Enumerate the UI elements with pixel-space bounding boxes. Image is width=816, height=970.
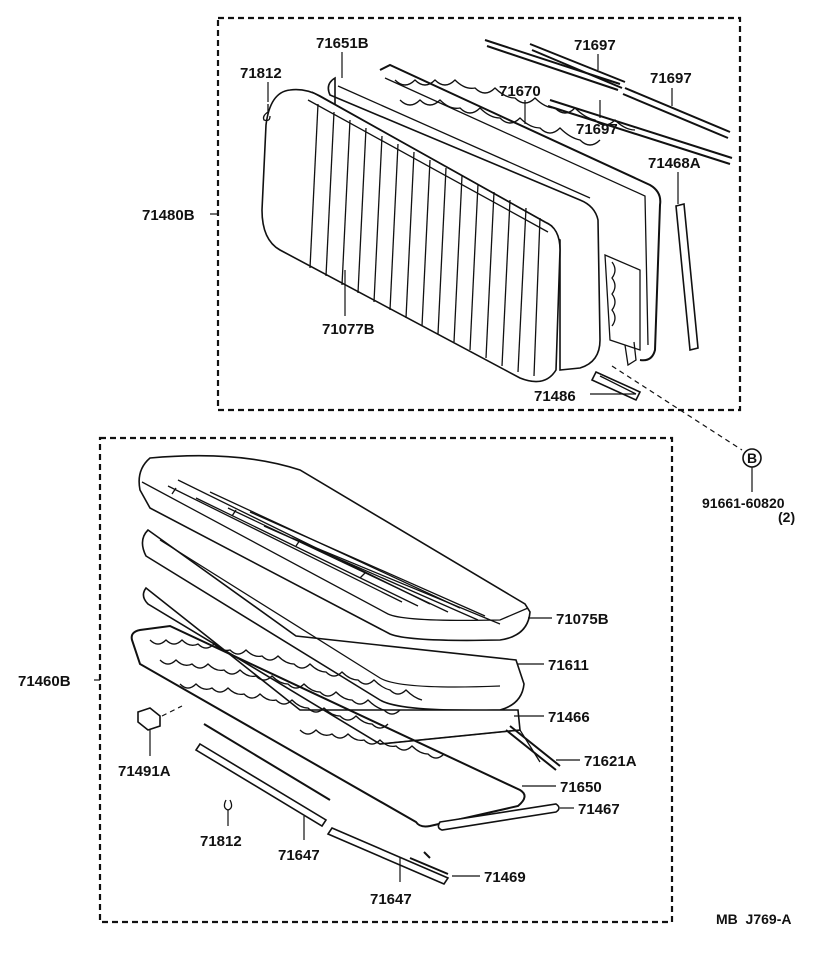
upper-wire-3 — [622, 87, 731, 139]
label-71466: 71466 — [548, 709, 590, 726]
label-71812-lower: 71812 — [200, 833, 242, 850]
label-71460B: 71460B — [18, 673, 71, 690]
label-71491A: 71491A — [118, 763, 171, 780]
label-71647-a: 71647 — [278, 847, 320, 864]
label-71697-b: 71697 — [650, 70, 692, 87]
diagram-code: MB J769-A — [716, 911, 791, 927]
lower-hook — [223, 799, 233, 811]
upper-seatback — [261, 88, 561, 383]
lower-rod — [505, 725, 561, 771]
label-71077B: 71077B — [322, 321, 375, 338]
lower-clip-bar — [437, 803, 560, 831]
fastener-callout: B 91661-60820 (2) — [611, 365, 795, 525]
label-71467: 71467 — [578, 801, 620, 818]
upper-wire-2 — [529, 43, 626, 89]
label-71647-b: 71647 — [370, 891, 412, 908]
lower-wire-2 — [326, 827, 450, 885]
label-71621A: 71621A — [584, 753, 637, 770]
upper-clip-strip — [590, 370, 642, 402]
label-71812-upper: 71812 — [240, 65, 282, 82]
label-71469: 71469 — [484, 869, 526, 886]
lower-trim-bar — [409, 851, 449, 875]
label-71486: 71486 — [534, 388, 576, 405]
upper-side-rod — [675, 202, 699, 352]
label-71651B: 71651B — [316, 35, 369, 52]
lower-sheet — [142, 586, 521, 745]
lower-assembly: 71075B 71611 71460B 71466 71621A 71650 7… — [18, 436, 674, 924]
upper-assembly: 71651B 71812 71697 71697 71670 71697 714… — [142, 16, 742, 412]
label-71468A: 71468A — [648, 155, 701, 172]
label-fastener-qty: (2) — [778, 509, 795, 525]
label-91661-60820: 91661-60820 — [702, 495, 785, 511]
upper-spring-frame — [379, 63, 662, 367]
upper-hook — [262, 104, 271, 122]
label-71697-a: 71697 — [574, 37, 616, 54]
fastener-marker: B — [747, 450, 757, 466]
label-71650: 71650 — [560, 779, 602, 796]
label-71670: 71670 — [499, 83, 541, 100]
label-71611: 71611 — [548, 657, 589, 674]
label-71697-c: 71697 — [576, 121, 618, 138]
label-71480B: 71480B — [142, 207, 195, 224]
lower-bracket — [137, 707, 161, 731]
lower-wire-1 — [194, 742, 328, 828]
lower-cushion-cover — [138, 454, 531, 642]
label-71075B: 71075B — [556, 611, 609, 628]
